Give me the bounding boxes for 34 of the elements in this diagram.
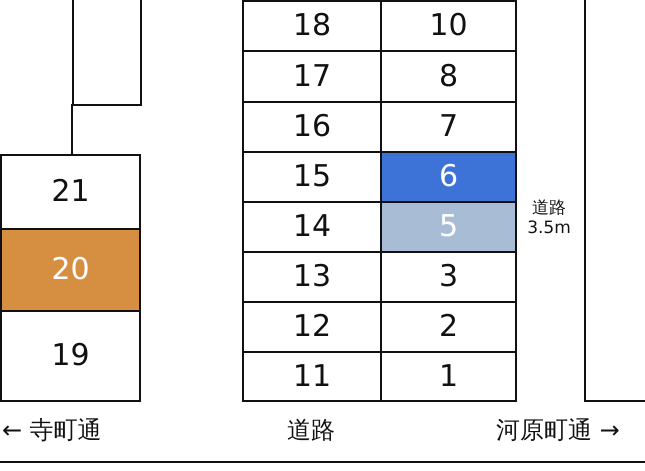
stall-number: 11	[292, 362, 332, 392]
stall-number: 6	[438, 162, 458, 192]
stall-number: 3	[438, 262, 458, 292]
stall-number: 1	[438, 362, 458, 392]
stall-number: 14	[292, 212, 332, 242]
parking-stall	[380, 0, 517, 52]
stall-number: 8	[438, 62, 458, 92]
stall-number: 7	[438, 112, 458, 142]
road-label: 河原町通 →	[496, 416, 620, 445]
parking-stall	[0, 154, 141, 230]
stall-number: 12	[292, 312, 332, 342]
stall-number: 13	[292, 262, 332, 292]
parking-stall	[380, 151, 517, 203]
stall-number: 16	[292, 112, 332, 142]
parking-stall	[380, 351, 517, 402]
stall-number: 17	[292, 62, 332, 92]
stall-number: 15	[292, 162, 332, 192]
stall-number: 21	[51, 177, 90, 207]
stall-number: 20	[51, 255, 90, 285]
stall-number: 19	[51, 341, 90, 371]
stall-number: 5	[438, 212, 458, 242]
parking-stall	[380, 201, 517, 253]
stall-number: 10	[429, 11, 468, 41]
road-label: ← 寺町通	[2, 416, 102, 445]
building-outline	[72, 0, 142, 106]
parking-stall	[242, 351, 382, 402]
parking-stall	[0, 228, 141, 312]
parking-stall	[242, 0, 382, 52]
parking-stall	[0, 310, 141, 402]
road-label: 道路	[287, 416, 335, 445]
road-label: 道路 3.5m	[526, 198, 572, 239]
stall-number: 2	[438, 312, 458, 342]
building-outline	[584, 0, 645, 402]
stall-number: 18	[292, 11, 332, 41]
